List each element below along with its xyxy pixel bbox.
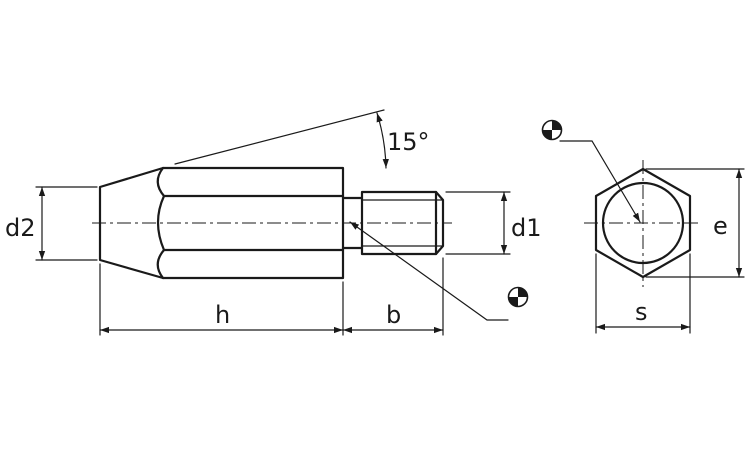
angle-label: 15° <box>387 128 430 156</box>
angle-arc <box>376 112 389 169</box>
b-label: b <box>386 301 401 329</box>
hexagon-outline <box>594 167 692 279</box>
end-view-dimensions: e s <box>541 119 745 334</box>
end-view <box>584 160 702 287</box>
side-centroid-leader <box>349 221 509 321</box>
neck-outline <box>341 196 364 250</box>
side-view <box>92 166 452 280</box>
end-centroid-leader <box>559 140 641 223</box>
centroid-symbol-icon <box>507 286 529 308</box>
hex-edge-curve-bottom <box>156 248 166 280</box>
centroid-symbol-icon <box>541 119 563 141</box>
hex-edge-curve-middle <box>156 194 166 252</box>
e-label: e <box>713 212 728 240</box>
d1-label: d1 <box>511 214 542 242</box>
side-view-dimensions: d2 d1 h b 15° <box>5 109 542 336</box>
s-label: s <box>635 298 648 326</box>
d2-label: d2 <box>5 214 36 242</box>
h-label: h <box>215 301 230 329</box>
angle-reference-line <box>174 109 385 165</box>
hex-edge-curve-top <box>156 166 166 198</box>
